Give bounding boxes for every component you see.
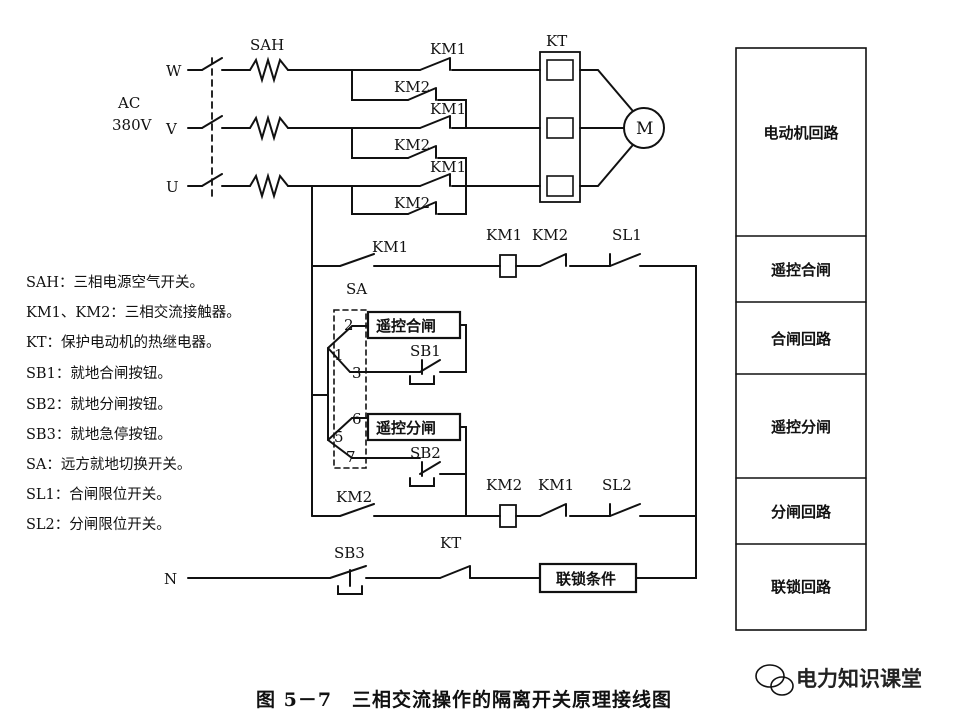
block-remote-close: 遥控合闸 [771,261,831,279]
neutral-branch [187,562,697,595]
label-motor: M [636,119,653,139]
km1-seal-branch [311,253,697,569]
label-km1-b: KM1 [430,100,466,118]
legend-item: SAH：三相电源空气开关。 [26,274,204,291]
label-km1-interlock: KM1 [538,476,574,494]
label-sl2: SL2 [602,476,632,494]
block-remote-open: 遥控分闸 [771,418,831,436]
km1-main-contacts [419,57,451,187]
remote-open-label: 遥控分闸 [376,419,436,437]
label-sl1: SL1 [612,226,642,244]
phase-lines [187,69,633,187]
watermark-text: 电力知识课堂 [796,666,922,691]
label-sah: SAH [250,36,284,54]
label-km1-c: KM1 [430,158,466,176]
label-km2-a: KM2 [394,78,430,96]
legend-item: SL2：分闸限位开关。 [26,516,171,533]
interlock-label: 联锁条件 [556,570,616,588]
legend-item: KT：保护电动机的热继电器。 [26,334,221,351]
label-sb3: SB3 [334,544,365,562]
block-interlock-circuit: 联锁回路 [771,578,832,596]
block-motor-circuit: 电动机回路 [763,124,839,142]
circuit-labels: W V U AC 380V N SAH KM1 KM2 KM1 KM2 KM1 … [112,32,653,588]
sa-contact-5: 5 [334,428,344,446]
boxed-labels: 遥控合闸 遥控分闸 联锁条件 [376,317,616,588]
label-km2-interlock: KM2 [532,226,568,244]
label-sa: SA [346,280,367,298]
legend-item: SL1：合闸限位开关。 [26,486,171,503]
open-circuit [366,412,467,517]
sa-contact-6: 6 [352,410,362,428]
motor-symbol [623,107,665,149]
legend: SAH：三相电源空气开关。 KM1、KM2：三相交流接触器。 KT：保护电动机的… [26,274,241,533]
sa-contact-1: 1 [334,346,344,364]
sa-switch [311,309,421,469]
kt-thermal-relay [539,51,581,203]
label-kt-top: KT [546,32,567,50]
km2-reversing-contacts [351,69,467,215]
label-sb1: SB1 [410,342,441,360]
sa-contact-2: 2 [344,316,354,334]
close-circuit [366,310,467,385]
figure-caption: 图 5－7 三相交流操作的隔离开关原理接线图 [256,688,672,711]
sa-contact-3: 3 [352,364,362,382]
km2-branch [311,503,697,528]
sah-thermal-elements [249,56,289,200]
label-km1-seal: KM1 [372,238,408,256]
block-open-circuit: 分闸回路 [771,503,832,521]
label-n: N [164,570,177,588]
label-ac: AC [117,94,140,112]
label-kt-contact: KT [440,534,461,552]
legend-item: SB1：就地合闸按钮。 [26,365,172,382]
label-km1-a: KM1 [430,40,466,58]
legend-item: SA：远方就地切换开关。 [26,456,191,473]
remote-close-label: 遥控合闸 [376,317,436,335]
label-km2-c: KM2 [394,194,430,212]
legend-item: KM1、KM2：三相交流接触器。 [26,303,241,321]
legend-item: SB2：就地分闸按钮。 [26,396,172,413]
block-close-circuit: 合闸回路 [770,330,832,348]
label-u: U [166,178,179,196]
sah-breaker [201,57,223,199]
label-km2-b: KM2 [394,136,430,154]
label-v: V [165,120,178,138]
sa-contact-7: 7 [346,448,356,466]
label-km2-coil: KM2 [486,476,522,494]
block-labels: 电动机回路 遥控合闸 合闸回路 遥控分闸 分闸回路 联锁回路 [763,124,839,596]
block-column [735,47,867,631]
label-sb2: SB2 [410,444,441,462]
label-km1-coil: KM1 [486,226,522,244]
wechat-logo [755,664,794,696]
label-voltage: 380V [112,116,153,134]
legend-item: SB3：就地急停按钮。 [26,426,172,443]
label-w: W [166,62,182,80]
label-km2-seal: KM2 [336,488,372,506]
